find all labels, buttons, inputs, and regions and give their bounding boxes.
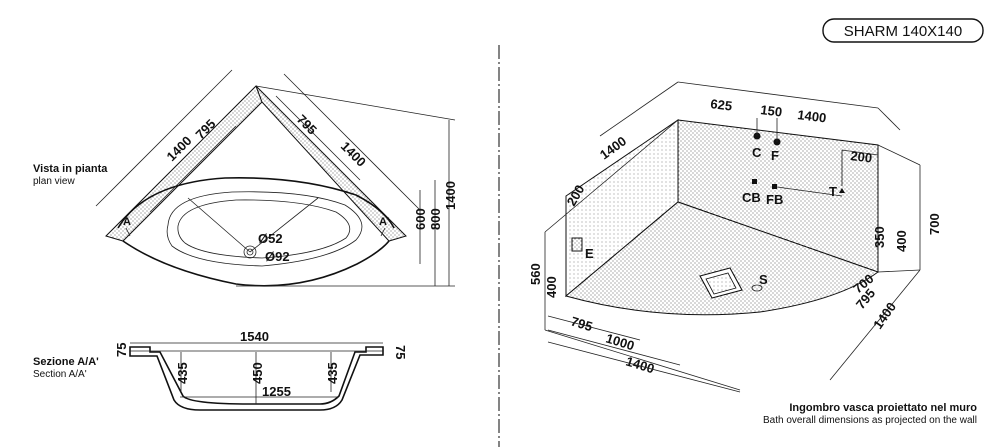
iso-caption-subtitle: Bath overall dimensions as projected on … [763,415,977,426]
title-badge-text: SHARM 140X140 [844,23,962,40]
section-dim-75-right: 75 [393,345,408,359]
plan-leader-1 [187,197,251,253]
plan-subtitle: plan view [33,176,75,187]
plan-dim-1400-v: 1400 [443,181,458,210]
plan-title: Vista in pianta [33,163,108,175]
title-badge: SHARM 140X140 [822,18,984,43]
iso-dim-700-right: 700 [927,213,942,235]
iso-point-cb: CB [742,190,761,205]
iso-guide-4 [677,81,879,109]
iso-dimline-1400b [547,341,741,393]
iso-point-fb-marker [772,184,777,189]
iso-dim-560: 560 [528,263,543,285]
plan-dim-d52: Ø52 [258,231,283,246]
section-dim-1540: 1540 [240,329,269,344]
plan-ext-top [255,85,456,121]
section-dim-450: 450 [250,362,265,384]
iso-guide-9 [599,81,679,137]
iso-point-t-marker [839,188,845,193]
section-body [129,346,384,411]
plan-dimline-1400-right [283,73,421,211]
iso-guide-10 [877,107,901,131]
iso-dim-150: 150 [760,102,783,120]
iso-dim-1400-top: 1400 [797,107,828,125]
iso-dim-400-right: 400 [894,230,909,252]
plan-dim-1400-right: 1400 [338,139,369,170]
plan-rim-top [117,177,395,229]
plan-marker-a-line [125,227,131,237]
section-dim-1255: 1255 [262,384,291,399]
plan-marker-a: A [123,216,131,228]
iso-point-cb-marker [752,179,757,184]
iso-floor [564,201,880,316]
iso-guide-3 [544,329,741,391]
section-dim-75-left: 75 [114,343,129,357]
iso-point-c: C [752,145,762,160]
iso-point-s: S [759,272,768,287]
iso-dim-625: 625 [710,96,733,114]
section-view: Sezione A/A' Section A/A' 1540 75 75 435… [33,329,408,411]
iso-guide-5 [877,144,921,166]
plan-dim-800: 800 [428,208,443,230]
iso-caption-title: Ingombro vasca proiettato nel muro [789,402,977,414]
iso-dimline-1000 [547,329,681,366]
iso-dim-200-right: 200 [850,148,873,166]
iso-point-e: E [585,246,594,261]
iso-dim-1400-bottom: 1400 [624,354,656,377]
iso-point-f: F [771,148,779,163]
iso-guide-1 [544,119,679,233]
plan-drain-outer [243,245,257,259]
plan-view: Vista in pianta plan view Ø52 Ø92 A A' 1… [33,69,458,287]
section-subtitle: Section A/A' [33,369,87,380]
plan-inner-basin-2 [177,199,351,259]
section-dim-435-left: 435 [175,362,190,384]
plan-dim-600: 600 [413,208,428,230]
iso-leader-fb [776,186,843,197]
iso-drain-ring [751,284,763,292]
plan-dimline-795-right [275,95,361,181]
section-dim-435-right: 435 [325,362,340,384]
iso-dim-350: 350 [872,226,887,248]
plan-leader-2 [249,197,319,253]
iso-view: C F CB FB T E S 625 150 1400 1400 200 20… [528,81,977,426]
iso-point-t: T [829,184,837,199]
iso-dim-1400-br: 1400 [870,299,899,331]
iso-guide-7 [877,269,921,273]
plan-inner-basin [166,191,363,267]
plan-dim-d92: Ø92 [265,249,290,264]
iso-dimline-795b [547,315,641,341]
plan-marker-a2-line [380,227,386,237]
iso-drain-box-inner [705,272,737,295]
section-title: Sezione A/A' [33,356,99,368]
iso-point-e-marker [571,237,583,252]
plan-outer-rim [122,240,390,287]
iso-dim-400-left: 400 [544,276,559,298]
iso-point-fb: FB [766,192,783,207]
iso-dim-795-bottom: 795 [569,314,594,335]
iso-guide-8 [829,269,921,381]
plan-dimline-795-left [149,125,237,213]
plan-drain-inner [246,248,254,256]
plan-marker-a2: A' [379,216,390,228]
iso-leader-t2 [841,149,879,156]
plan-dimline-1400-left [95,69,233,207]
